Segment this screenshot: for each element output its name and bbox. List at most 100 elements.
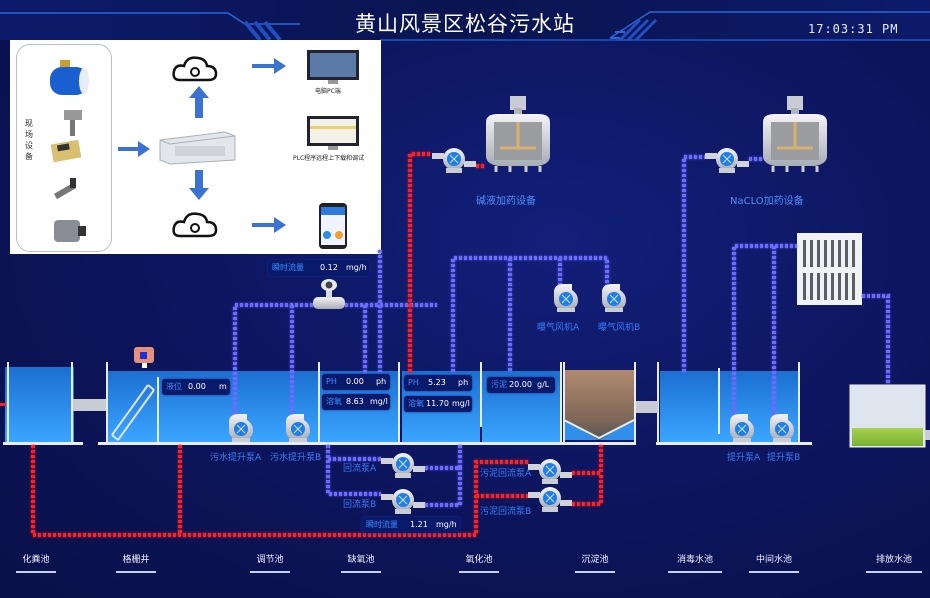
sewage-pump-a-label: 污水提升泵A [210, 453, 262, 463]
tank-sedimentation-label: 沉淀池 [581, 555, 609, 565]
naclo-dosing-pump-icon [704, 147, 750, 174]
flow-bottom-label: 瞬时流量 [366, 520, 398, 529]
sludge-pump-a-icon [527, 458, 573, 485]
controller-icon [50, 139, 82, 163]
septic-tank-water [5, 367, 74, 442]
flow-top-label: 瞬时流量 [272, 263, 304, 272]
tank-disinfection[interactable]: 消毒水池 [668, 552, 722, 573]
red-pipe-sludge-main [31, 445, 528, 537]
red-pipe-sludge-out-b [572, 473, 603, 506]
tank-oxic[interactable]: 氧化池 [459, 552, 499, 573]
tank-intermediate-label: 中间水池 [755, 555, 792, 565]
tank-regulating[interactable]: 调节池 [250, 552, 290, 573]
tank-sedimentation[interactable]: 沉淀池 [575, 552, 615, 573]
anoxic-ph-label: PH [326, 377, 337, 386]
architecture-panel: 现场设备 电脑PC端 PLC程序远程上下载和调试 [10, 40, 381, 254]
sludge-pump-b-label: 污泥回流泵B [480, 507, 532, 517]
grille-bar [803, 273, 806, 300]
plc-label: PLC程序远程上下载和调试 [293, 155, 365, 162]
naclo-dosing-tank-icon [761, 94, 829, 174]
grille-bar [810, 240, 813, 267]
tank-oxic-label: 氧化池 [465, 555, 493, 565]
plc-icon [159, 131, 236, 165]
blower-b-label: 曝气风机B [598, 323, 641, 333]
grille-bar [824, 240, 827, 267]
blower-b-icon [601, 283, 627, 313]
return-pump-a-label: 回流泵A [343, 464, 377, 474]
oxic-ph-unit: ph [458, 378, 469, 387]
lift-pump-b-label: 提升泵B [767, 453, 801, 463]
blue-pipe-return-out-b [425, 468, 462, 507]
cloud-sync-icon [172, 212, 218, 238]
tank-anoxic[interactable]: 缺氧池 [341, 552, 381, 573]
return-pump-b-icon [380, 488, 426, 515]
flow-bottom-readout: 瞬时流量 1.21 mg/h [362, 517, 460, 533]
flow-bottom-value: 1.21 [410, 520, 428, 529]
header-decoration [0, 0, 930, 42]
arrow-icon [189, 170, 209, 200]
grille-bar [845, 240, 848, 267]
oxic-ph-value: 5.23 [428, 378, 446, 387]
connector-pipe [636, 401, 658, 413]
blue-pipe-return-out-a [425, 445, 462, 470]
field-devices-label: 现场设备 [25, 119, 33, 161]
underline [749, 571, 799, 573]
anoxic-do-readout: 溶氧 8.63 mg/l [322, 394, 390, 410]
anoxic-ph-unit: ph [376, 377, 387, 386]
cloud-sync-icon [172, 56, 218, 82]
blue-pipe-naclo [682, 155, 705, 372]
tank-screen-well-label: 格栅井 [122, 555, 150, 565]
tank-screen-well[interactable]: 格栅井 [116, 552, 156, 573]
valve-icon [54, 220, 86, 242]
sludge-pump-b-icon [527, 486, 573, 513]
grille-bar [852, 273, 855, 300]
tank-discharge-label: 排放水池 [875, 555, 912, 565]
anoxic-ph-value: 0.00 [346, 377, 364, 386]
anoxic-do-label: 溶氧 [326, 397, 342, 406]
alkali-dosing-label: 碱液加药设备 [476, 196, 536, 207]
anoxic-do-value: 8.63 [346, 397, 364, 406]
arrow-icon [118, 141, 150, 157]
blue-pipe-sewage [233, 303, 437, 430]
mobile-icon [319, 203, 347, 249]
grille-bar [817, 240, 820, 267]
tank-septic-label: 化粪池 [22, 555, 50, 565]
tank-intermediate[interactable]: 中间水池 [749, 552, 799, 573]
oxic-ph-readout: PH 5.23 ph [404, 375, 472, 391]
sensor-icon [64, 110, 82, 136]
naclo-dosing-label: NaCLO加药设备 [730, 196, 804, 207]
tank-disinfection-label: 消毒水池 [676, 555, 713, 565]
monitor-icon [307, 50, 359, 84]
filter-grille-icon [797, 233, 862, 305]
oxic-do-value: 11.70 [426, 399, 449, 408]
grille-bar [845, 273, 848, 300]
red-pipe-alkali [408, 152, 432, 372]
alkali-dosing-pump-icon [431, 147, 477, 174]
tank-regulating-label: 调节池 [256, 555, 284, 565]
grille-bar [824, 273, 827, 300]
anoxic-ph-readout: PH 0.00 ph [322, 374, 390, 390]
grille-bar [838, 240, 841, 267]
underline [575, 571, 615, 573]
grille-bar [817, 273, 820, 300]
monitor-icon [307, 116, 359, 150]
level-label: 液位 [166, 382, 182, 391]
arrow-icon [252, 217, 286, 233]
arrow-icon [189, 86, 209, 118]
anoxic-do-unit: mg/l [370, 397, 388, 406]
tank-discharge[interactable]: 排放水池 [866, 552, 922, 573]
flow-top-readout: 瞬时流量 0.12 mg/h [268, 260, 370, 276]
bar-screen-icon [111, 384, 155, 441]
underline [341, 571, 381, 573]
flow-top-value: 0.12 [320, 263, 338, 272]
connector-pipe [73, 399, 106, 411]
level-sensor-icon [134, 347, 154, 368]
blue-pipe-blower [451, 256, 609, 372]
tank-septic[interactable]: 化粪池 [16, 552, 56, 573]
sedimentation-sludge [564, 370, 634, 440]
grille-bar [852, 240, 855, 267]
field-devices-box [16, 44, 112, 252]
underline [459, 571, 499, 573]
sludge-pump-a-label: 污泥回流泵A [480, 469, 532, 479]
